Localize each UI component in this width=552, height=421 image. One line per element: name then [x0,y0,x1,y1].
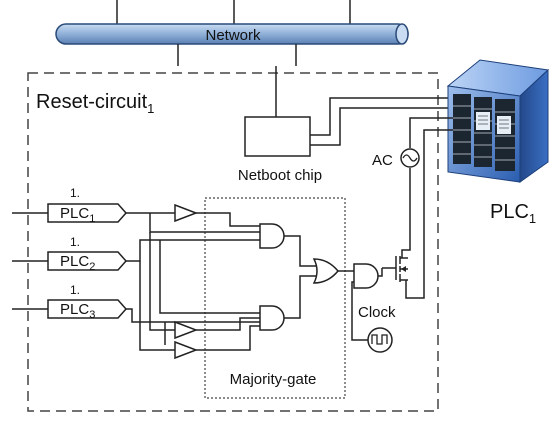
or-gate-icon [312,258,339,284]
and-gate-icon [353,263,379,289]
clock-label: Clock [358,304,396,321]
network-label: Network [205,27,261,44]
and-gate-icon [259,223,285,249]
plc-input-2: 1. PLC2 [12,235,128,273]
reset-circuit-label: Reset-circuit1 [36,91,154,116]
plc-input-3-tag: 1. [70,283,80,297]
buffer-gate-icon [174,340,199,360]
ac-source-icon [400,148,420,168]
plc-input-1: 1. PLC1 [12,186,128,225]
and-gate-icon [259,305,285,331]
majority-gate-boundary [204,197,346,399]
plc-main-label: PLC1 [490,201,536,226]
plc-input-2-tag: 1. [70,235,80,249]
mosfet-switch-icon [382,256,408,282]
plc-input-3: 1. PLC3 [12,283,128,321]
logic-wiring [126,212,383,351]
plc-server-icon [446,59,550,183]
network-bus: Network [55,0,409,66]
buffer-gate-icon [174,203,199,223]
plc-input-1-tag: 1. [70,186,80,200]
majority-gate-label: Majority-gate [230,371,317,388]
clock-icon [367,327,393,353]
netboot-label: Netboot chip [238,167,322,184]
reset-circuit-boundary [27,72,439,412]
plc-input-1-label: PLC1 [60,205,95,225]
plc-input-3-label: PLC3 [60,301,95,321]
netboot-chip: Netboot chip [238,66,322,184]
buffer-gate-icon [174,320,199,340]
ac-label: AC [372,152,393,169]
plc-input-2-label: PLC2 [60,253,95,273]
